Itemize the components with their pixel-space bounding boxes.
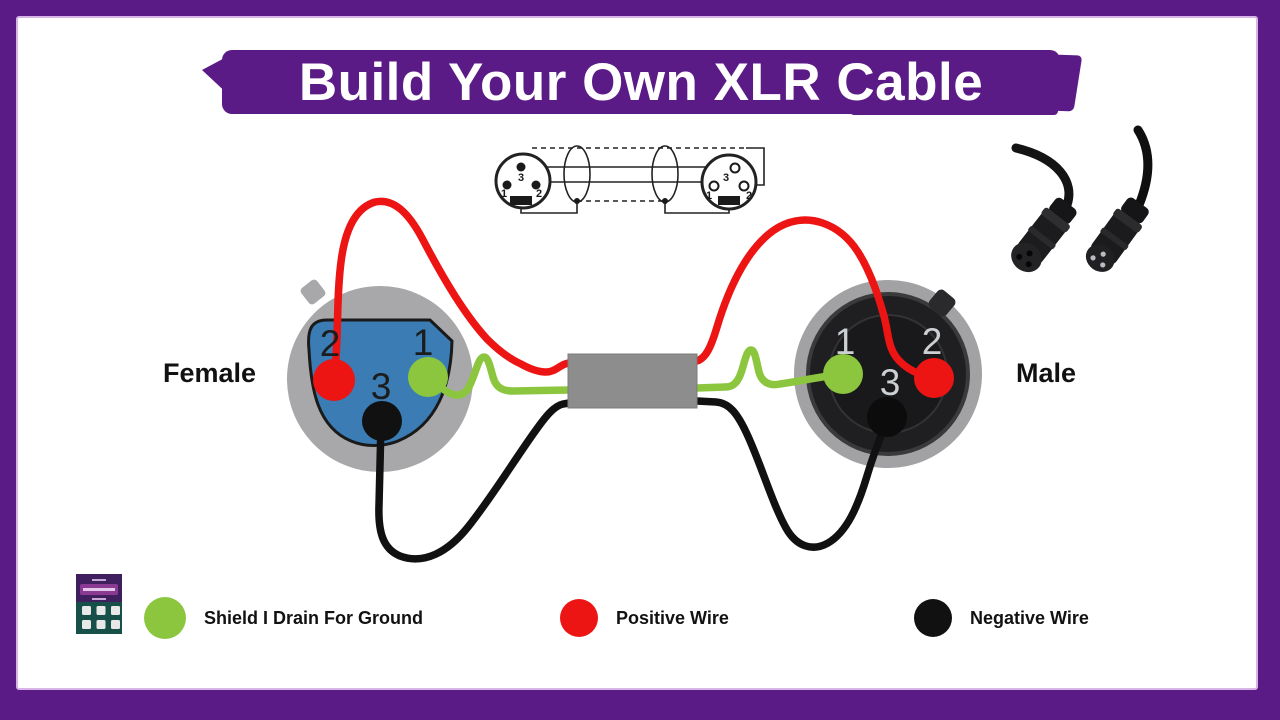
female-pin-2-number: 2 — [320, 323, 341, 364]
brand-logo — [76, 574, 122, 634]
schematic-male-tab — [718, 196, 740, 205]
legend-shield-label: Shield I Drain For Ground — [204, 607, 424, 628]
schematic-female-pin2-label: 2 — [536, 188, 542, 200]
schematic-female-connector — [494, 152, 552, 210]
male-pin-3-number: 3 — [880, 362, 901, 403]
legend-item-negative: Negative Wire — [914, 599, 1089, 637]
pins — [313, 354, 954, 441]
female-connector-face — [307, 318, 454, 447]
legend-item-shield: Shield I Drain For Ground — [144, 597, 423, 639]
male-connector — [794, 280, 982, 468]
male-label: Male — [1016, 358, 1077, 388]
female-pin-2 — [313, 359, 355, 401]
male-pin-1 — [823, 354, 863, 394]
white-canvas — [16, 16, 1258, 690]
photo-male-connector — [1085, 197, 1149, 272]
female-pin-3 — [362, 401, 402, 441]
schematic-male-pin2-label: 2 — [746, 190, 752, 202]
schematic-female-tab — [510, 196, 532, 205]
schematic-male-pin1-label: 1 — [706, 190, 712, 202]
shield-wire-left — [426, 353, 573, 399]
schematic-female-pin1-label: 1 — [501, 188, 507, 200]
legend-negative-label: Negative Wire — [970, 607, 1089, 628]
male-pin-1-number: 1 — [835, 321, 856, 362]
negative-wire-left — [375, 399, 573, 563]
photo-cable-left — [1011, 143, 1074, 210]
schematic-male-pin1 — [708, 180, 720, 192]
legend-positive-label: Positive Wire — [616, 607, 729, 628]
xlr-cables-photo — [1011, 125, 1153, 273]
male-connector-notch — [928, 289, 956, 317]
schematic-cable-ellipse-right — [651, 145, 679, 203]
schematic-cable-ellipse-left — [563, 145, 591, 203]
positive-color-dot — [560, 599, 598, 637]
female-label: Female — [163, 358, 257, 388]
schematic-female-pin2 — [531, 180, 541, 190]
male-pin-3 — [867, 397, 907, 437]
schematic-female-pin3-label: 3 — [518, 172, 524, 184]
schematic-female-pin3 — [516, 162, 526, 172]
shield-color-dot — [144, 597, 186, 639]
photo-cable-right — [1133, 125, 1153, 210]
schematic-node-left — [574, 198, 580, 204]
legend-item-positive: Positive Wire — [560, 599, 729, 637]
shield-wire-right — [693, 346, 847, 392]
schematic-male-pin3 — [729, 162, 741, 174]
negative-wire-right — [693, 397, 891, 551]
male-pin-2 — [914, 358, 954, 398]
positive-wire-left — [330, 197, 573, 385]
schematic-male-connector — [700, 153, 758, 211]
male-pin-2-number: 2 — [922, 321, 943, 362]
positive-wire-right — [693, 216, 934, 381]
mini-schematic: 3 1 2 3 1 2 — [494, 145, 765, 214]
female-pin-1-number: 1 — [413, 322, 434, 363]
schematic-female-pin1 — [502, 180, 512, 190]
photo-female-connector — [1011, 197, 1077, 273]
schematic-male-pin3-label: 3 — [723, 172, 729, 184]
schematic-node-right — [662, 198, 668, 204]
female-pin-1 — [408, 357, 448, 397]
pin-numbers: 2 1 3 1 2 3 — [320, 321, 943, 407]
female-pin-3-number: 3 — [371, 366, 392, 407]
schematic-male-pin2 — [738, 180, 750, 192]
female-connector-notch — [300, 279, 326, 305]
negative-color-dot — [914, 599, 952, 637]
title-banner: Build Your Own XLR Cable — [222, 50, 1060, 114]
wires — [330, 197, 934, 563]
cable-sheath — [567, 353, 698, 409]
page-title: Build Your Own XLR Cable — [298, 52, 984, 112]
